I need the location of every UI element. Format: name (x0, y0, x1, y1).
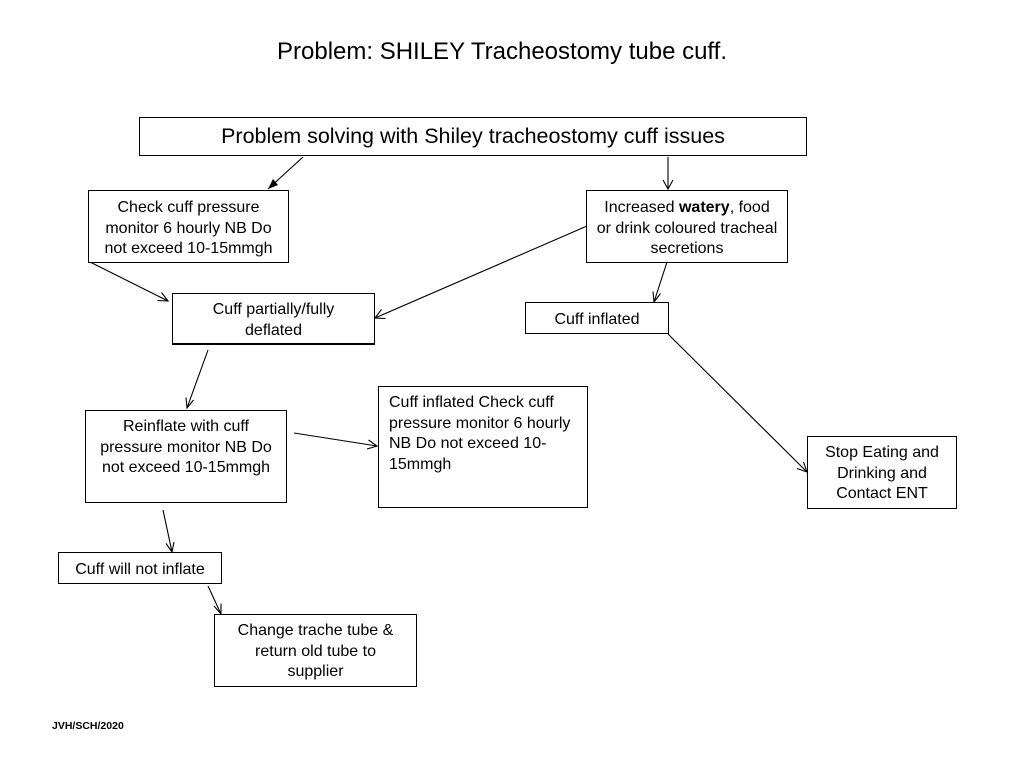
arrow-cuff-deflated-to-reinflate (186, 349, 209, 409)
cuff-inflated-text: Cuff inflated (554, 311, 640, 328)
arrowhead-cuff-deflated-a (157, 292, 170, 302)
increased-secretions-bold-word: watery (678, 199, 730, 216)
reinflate-text: Reinflate with cuff pressure monitor NB … (100, 418, 272, 476)
arrowhead-reinflate (185, 397, 194, 410)
arrowhead-cuff-deflated-b (373, 309, 386, 320)
main-problem-text: Problem solving with Shiley tracheostomy… (221, 124, 725, 148)
arrow-reinflate-to-inflated-check (293, 432, 378, 447)
will-not-inflate-text: Cuff will not inflate (75, 561, 205, 578)
arrow-will-not-inflate-to-change-tube (207, 585, 222, 615)
arrow-cuff-inflated-to-stop-eating (667, 333, 808, 473)
arrowhead-check-cuff (268, 179, 278, 189)
change-tube-text: Change trache tube & return old tube to … (237, 622, 394, 680)
arrow-reinflate-to-will-not-inflate (162, 509, 173, 553)
will-not-inflate-box: Cuff will not inflate (58, 552, 222, 584)
check-cuff-text: Check cuff pressure monitor 6 hourly NB … (104, 199, 273, 257)
check-cuff-box: Check cuff pressure monitor 6 hourly NB … (88, 190, 289, 263)
inflated-check-box: Cuff inflated Check cuff pressure monito… (378, 386, 588, 508)
page-title: Problem: SHILEY Tracheostomy tube cuff. (277, 38, 727, 65)
change-tube-box: Change trache tube & return old tube to … (214, 614, 417, 687)
footer-code: JVH/SCH/2020 (52, 720, 124, 732)
cuff-deflated-box: Cuff partially/fully deflated (172, 293, 375, 345)
arrowhead-increased-secretions (662, 179, 674, 191)
reinflate-box: Reinflate with cuff pressure monitor NB … (85, 410, 287, 503)
cuff-deflated-text: Cuff partially/fully deflated (212, 301, 335, 339)
arrow-increased-secretions-to-cuff-inflated (653, 261, 668, 303)
inflated-check-text: Cuff inflated Check cuff pressure monito… (389, 394, 571, 473)
increased-secretions-box: Increased watery, food or drink coloured… (586, 190, 788, 263)
cuff-inflated-box: Cuff inflated (525, 302, 669, 334)
stop-eating-box: Stop Eating and Drinking and Contact ENT (807, 436, 957, 509)
arrow-increased-secretions-to-cuff-deflated (374, 225, 588, 319)
arrow-check-cuff-to-cuff-deflated (89, 261, 169, 302)
arrowhead-change-tube (213, 603, 222, 616)
stop-eating-text: Stop Eating and Drinking and Contact ENT (825, 444, 939, 502)
increased-secretions-text-end: , food or drink coloured tracheal secret… (596, 199, 778, 257)
arrowhead-inflated-check (366, 439, 379, 450)
increased-secretions-text-start: Increased (604, 199, 679, 216)
main-problem-box: Problem solving with Shiley tracheostomy… (139, 117, 807, 156)
